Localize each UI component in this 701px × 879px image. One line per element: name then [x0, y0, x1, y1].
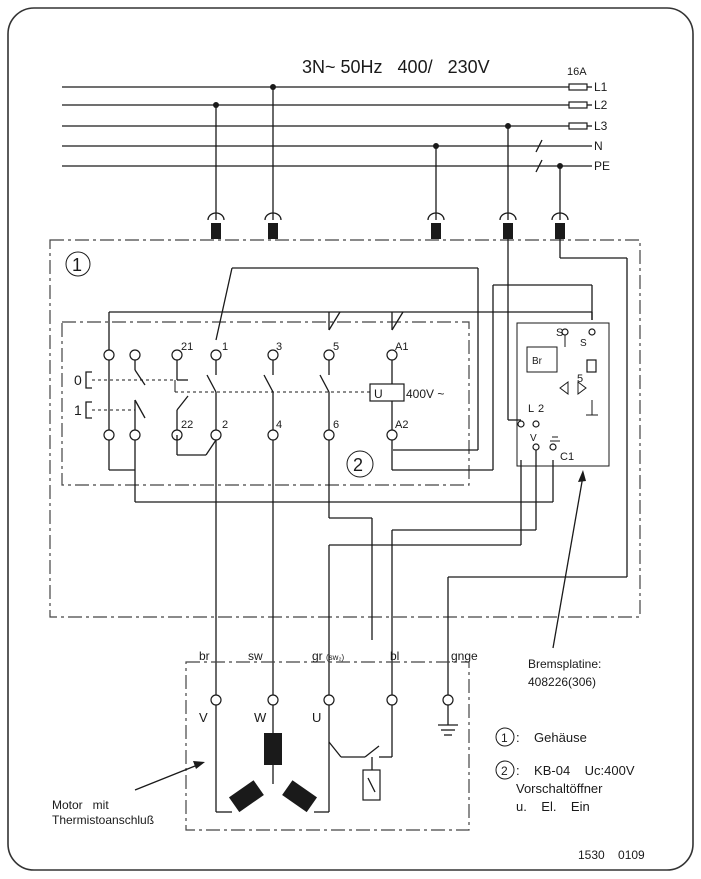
contact-a1: A1 [395, 341, 408, 353]
outer-frame [7, 7, 694, 871]
contactor-wiring [85, 239, 628, 695]
drawing-number: 1530 0109 [578, 848, 645, 862]
plug-connectors [207, 212, 569, 239]
supply-title: 3N~ 50Hz 400/ 230V [302, 57, 490, 77]
wire-color-sw2: (sw₂) [326, 653, 345, 662]
contact-3: 3 [276, 341, 282, 353]
contactor-number: 2 [353, 455, 363, 475]
motor-caption-1: Motor mit [52, 798, 109, 812]
contact-21: 21 [181, 341, 193, 353]
supply-lines [62, 83, 592, 173]
housing-boundary [49, 239, 641, 618]
motor-windings [210, 694, 458, 813]
line-label-l2: L2 [594, 98, 608, 112]
legend-item2-line2: Vorschaltöffner [516, 781, 603, 796]
wire-color-br: br [199, 649, 210, 663]
contact-2: 2 [222, 419, 228, 431]
motor-terminal-w: W [254, 710, 267, 725]
legend-item1-text: : Gehäuse [516, 730, 587, 745]
motor-boundary [185, 661, 470, 831]
supply-drops [215, 87, 561, 220]
wire-color-gr: gr [312, 649, 323, 663]
motor-caption-2: Thermistoanschluß [52, 813, 154, 827]
legend-item2-line3: u. El. Ein [516, 799, 590, 814]
contact-1: 1 [222, 341, 228, 353]
brake-terminal-5: 5 [577, 373, 583, 385]
motor-terminal-v: V [199, 710, 208, 725]
legend-item2-num: 2 [501, 764, 508, 778]
legend-item2-line1: : KB-04 Uc:400V [516, 763, 635, 778]
motor-terminal-u: U [312, 710, 321, 725]
wire-color-bl: bl [390, 649, 399, 663]
brake-terminal-2: 2 [538, 403, 544, 415]
housing-number: 1 [72, 255, 82, 275]
switch-position-1: 1 [74, 402, 82, 418]
legend-item1-num: 1 [501, 731, 508, 745]
line-label-n: N [594, 139, 603, 153]
brake-terminal-c1: C1 [560, 451, 574, 463]
wire-color-gnge: gnge [451, 649, 478, 663]
line-label-l1: L1 [594, 80, 608, 94]
brake-terminal-s2: S [580, 338, 587, 349]
contact-a2: A2 [395, 419, 408, 431]
contact-22: 22 [181, 419, 193, 431]
fuse-rating: 16A [567, 66, 587, 78]
wire-color-sw: sw [248, 649, 263, 663]
brake-caption-1: Bremsplatine: [528, 657, 601, 671]
brake-label-br: Br [532, 356, 543, 367]
brake-terminal-l: L [528, 403, 534, 415]
brake-terminal-s1: S [556, 327, 563, 339]
coil-label: U [374, 387, 383, 401]
line-label-l3: L3 [594, 119, 608, 133]
contact-6: 6 [333, 419, 339, 431]
brake-terminal-v: V [530, 433, 537, 444]
line-label-pe: PE [594, 159, 610, 173]
contactor-boundary [61, 321, 470, 486]
coil-voltage: 400V ~ [406, 387, 444, 401]
brake-board: Br [516, 322, 610, 467]
contact-4: 4 [276, 419, 282, 431]
switch-position-0: 0 [74, 372, 82, 388]
contact-5: 5 [333, 341, 339, 353]
brake-caption-2: 408226(306) [528, 675, 596, 689]
